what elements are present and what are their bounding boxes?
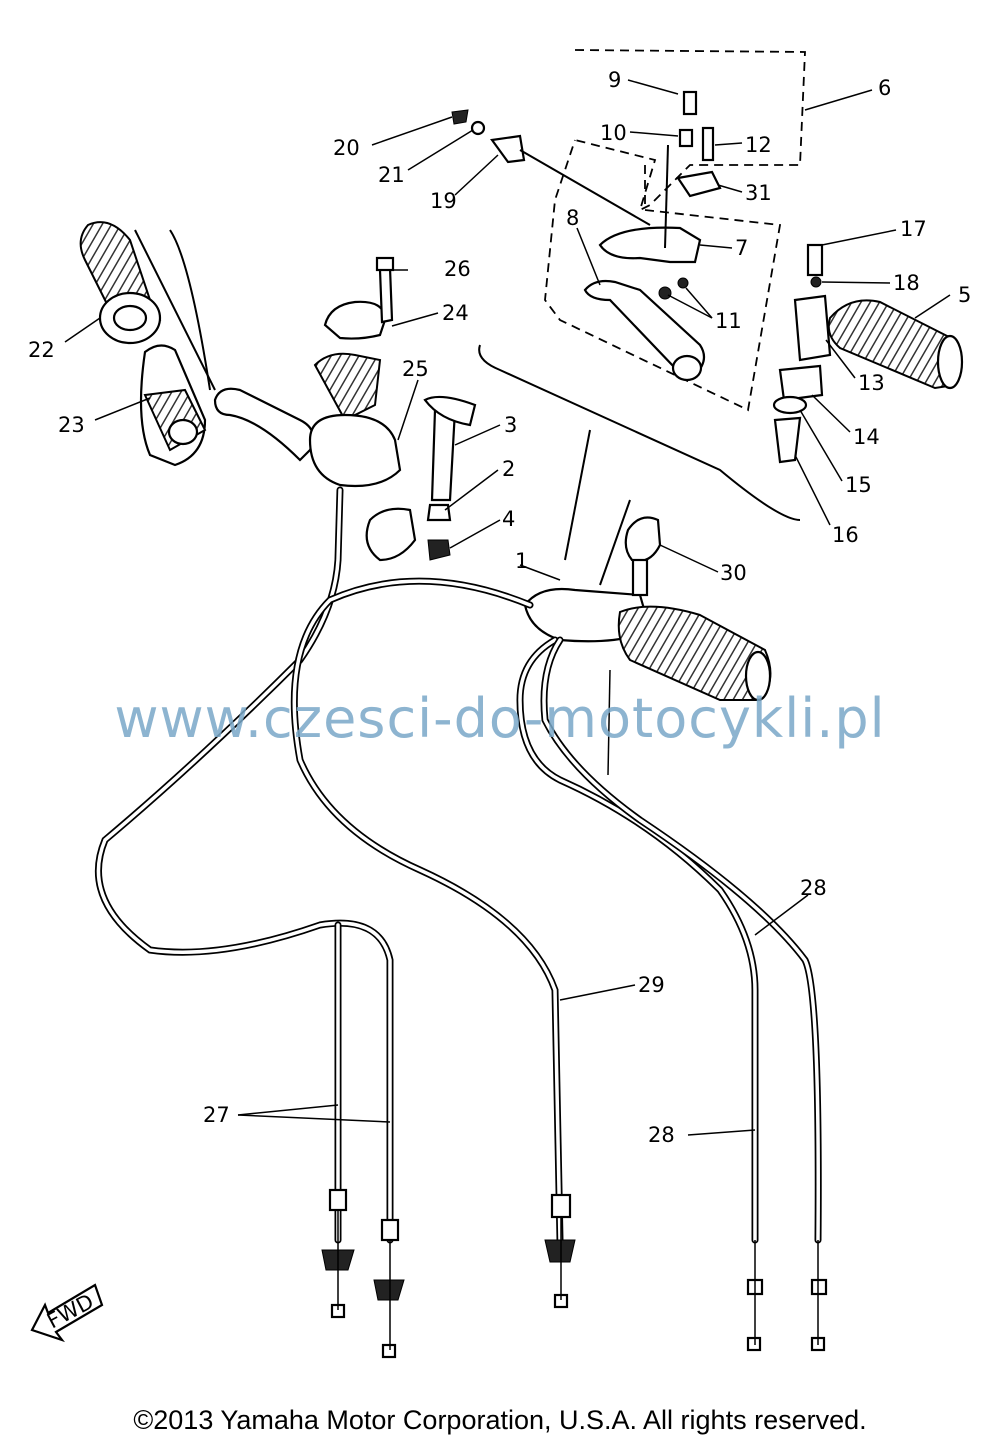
part-label-6: 6	[878, 76, 891, 100]
part-label-8: 8	[566, 206, 579, 230]
part-label-5: 5	[958, 283, 971, 307]
part-label-2: 2	[502, 457, 515, 481]
part-label-9: 9	[608, 68, 621, 92]
part-label-22: 22	[28, 338, 55, 362]
fwd-arrow: FWD	[30, 1283, 104, 1343]
right-lever	[583, 90, 722, 382]
watermark-url: www.czesci-do-motocykli.pl	[114, 687, 886, 750]
part-label-19: 19	[430, 189, 457, 213]
part-label-23: 23	[58, 413, 85, 437]
copyright-notice: ©2013 Yamaha Motor Corporation, U.S.A. A…	[133, 1405, 867, 1435]
part-label-20: 20	[333, 136, 360, 160]
left-grip	[79, 221, 216, 391]
part-label-12: 12	[745, 133, 772, 157]
part-label-16: 16	[832, 523, 859, 547]
cables	[94, 486, 828, 1359]
leader-lines	[64, 79, 951, 1136]
part-label-13: 13	[858, 371, 885, 395]
part-label-11: 11	[715, 309, 742, 333]
cable-ends	[321, 1188, 828, 1359]
part-label-28-top: 28	[800, 876, 827, 900]
part-label-31: 31	[745, 181, 772, 205]
part-label-7: 7	[735, 236, 748, 260]
part-label-18: 18	[893, 271, 920, 295]
part-label-3: 3	[504, 413, 517, 437]
lever-assembly-box	[478, 49, 806, 521]
part-labels: 1 2 3 4 5 6 7 8 9 10 11 12 13 14 15 16 1…	[28, 68, 971, 1147]
part-label-30: 30	[720, 561, 747, 585]
part-label-15: 15	[845, 473, 872, 497]
fwd-label: FWD	[43, 1289, 98, 1333]
left-lever-perch	[213, 256, 477, 562]
part-label-25: 25	[402, 357, 429, 381]
part-label-28-bottom: 28	[648, 1123, 675, 1147]
part-label-21: 21	[378, 163, 405, 187]
cable-adjuster-parts	[451, 109, 651, 226]
part-label-4: 4	[502, 507, 515, 531]
throttle-housing	[523, 429, 772, 702]
part-label-14: 14	[853, 425, 880, 449]
part-label-26: 26	[444, 257, 471, 281]
part-label-29: 29	[638, 973, 665, 997]
part-label-10: 10	[600, 121, 627, 145]
right-grip	[772, 243, 964, 464]
throttle-grip	[139, 344, 207, 467]
part-label-24: 24	[442, 301, 469, 325]
part-label-1: 1	[515, 549, 528, 573]
part-label-17: 17	[900, 217, 927, 241]
part-label-27: 27	[203, 1103, 230, 1127]
